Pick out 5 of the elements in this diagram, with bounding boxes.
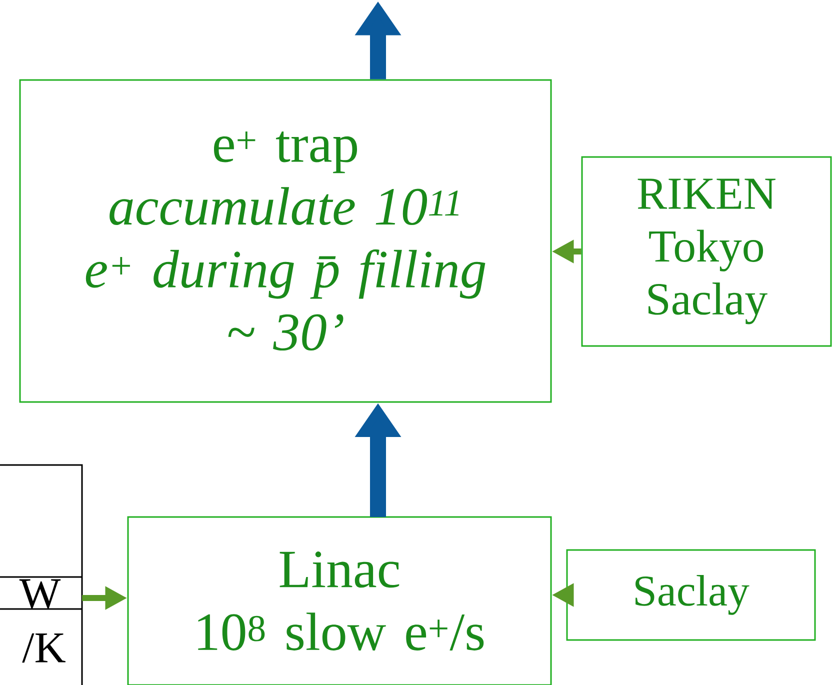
source-box: RIKEN Tokyo Saclay bbox=[581, 156, 832, 347]
table-box: W /K bbox=[0, 464, 83, 685]
trap-box: e$^{+}$ trap accumulate 10$^{11}$ e$^{+}$ during p̄ filling ~ 30’ bbox=[19, 79, 552, 403]
source-box: Saclay bbox=[566, 549, 816, 641]
linac-box: Linac 10$^{8}$ slow e$^{+}$/s bbox=[127, 516, 552, 685]
